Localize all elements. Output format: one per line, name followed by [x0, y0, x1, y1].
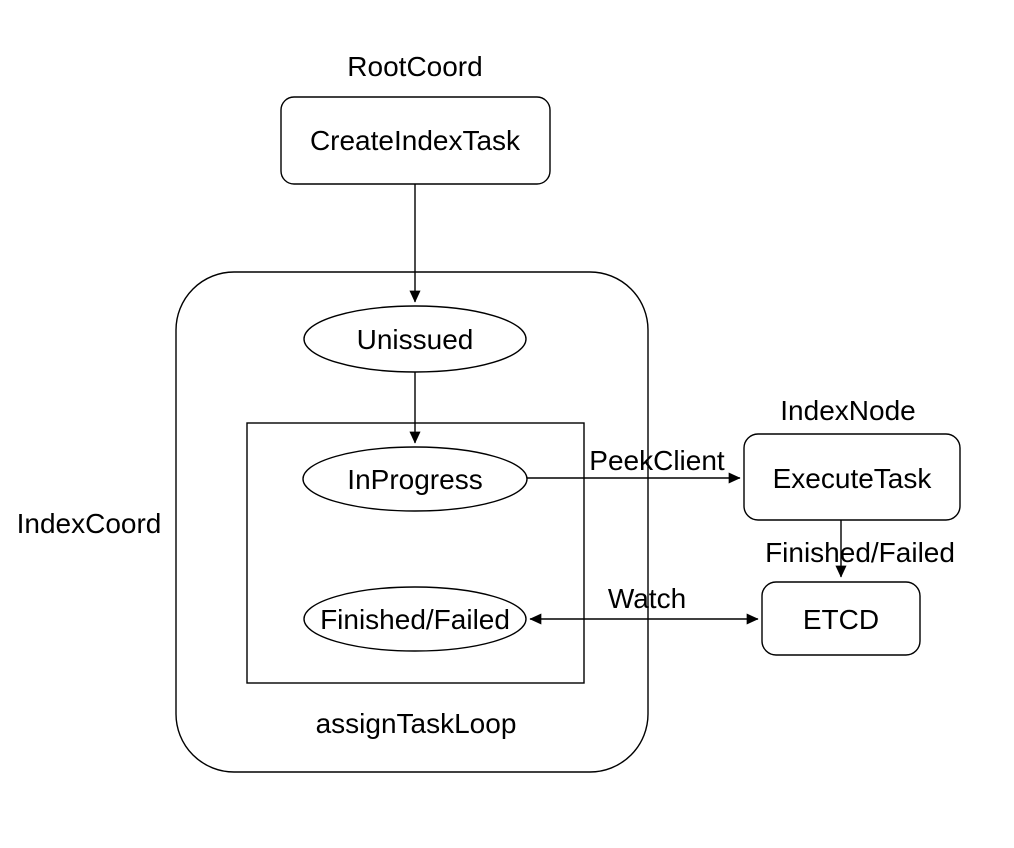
etcd-node: [761, 581, 921, 656]
root-coord-label: RootCoord: [347, 51, 482, 82]
unissued-label: Unissued: [357, 324, 474, 355]
finished-failed-edge-label: Finished/Failed: [765, 537, 955, 568]
peek-client-edge-label: PeekClient: [589, 445, 725, 476]
assign-task-loop-label: assignTaskLoop: [316, 708, 517, 739]
watch-edge-label: Watch: [608, 583, 686, 614]
create-index-task-label: CreateIndexTask: [310, 125, 521, 156]
in-progress-label: InProgress: [347, 464, 482, 495]
index-coord-label: IndexCoord: [17, 508, 162, 539]
finished-failed-label: Finished/Failed: [320, 604, 510, 635]
etcd-label: ETCD: [803, 604, 879, 635]
execute-task-label: ExecuteTask: [773, 463, 933, 494]
finished-failed-node: [303, 586, 527, 652]
index-coord-container: [175, 271, 649, 773]
execute-task-node: [743, 433, 961, 521]
index-node-label: IndexNode: [780, 395, 915, 426]
in-progress-node: [302, 446, 528, 512]
